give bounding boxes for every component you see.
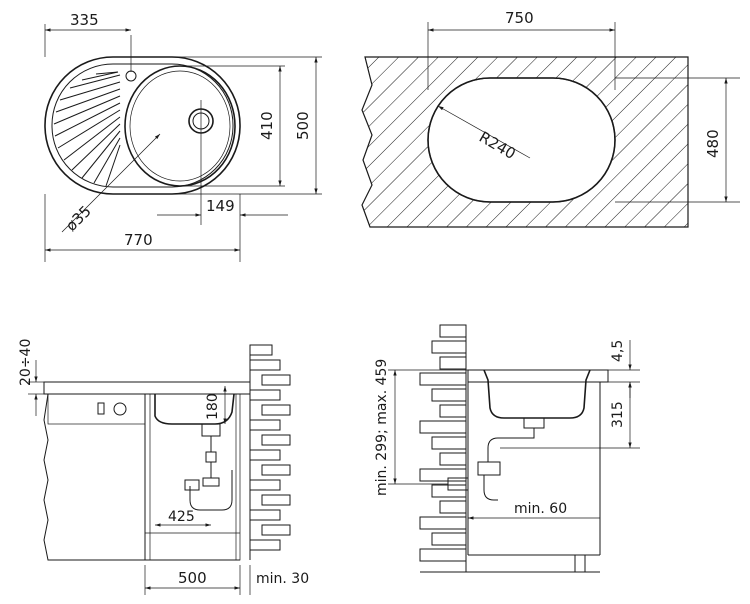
dim-cutout-height: 480 (704, 129, 722, 158)
cabinet-left (43, 393, 146, 561)
brick-wall-left (249, 344, 291, 560)
dim-range: min. 299; max. 459 (374, 359, 390, 496)
dim-min60: min. 60 (514, 501, 567, 517)
sink-plan-view: ø35 335 410 500 149 770 (44, 11, 322, 262)
cutout-outline (427, 77, 616, 203)
drain-left (201, 423, 221, 437)
dim-425: 425 (168, 509, 195, 525)
plinth (574, 554, 586, 573)
section-left: 20÷40 180 425 500 min. 30 (18, 339, 309, 595)
worktop-right (467, 369, 609, 383)
appliance-panel (47, 393, 146, 425)
drainer-grooves (53, 71, 121, 187)
tap-hole (125, 70, 137, 82)
dim-149: 149 (206, 197, 235, 215)
dim-bowl-height: 410 (258, 111, 276, 140)
worktop-left (43, 381, 251, 395)
dim-4-5: 4,5 (610, 340, 626, 362)
control-knob (97, 402, 105, 415)
dim-315: 315 (610, 401, 626, 428)
dim-overall-width: 770 (124, 231, 153, 249)
trap-joint-left (184, 479, 200, 491)
control-dial (113, 402, 127, 416)
cutout-view: R240 750 480 (361, 9, 740, 228)
bowl-outline (124, 65, 236, 187)
sink-outer-outline (44, 56, 241, 195)
trap-bend-left (189, 470, 233, 511)
radius-leader (437, 105, 531, 159)
dim-cutout-width: 750 (505, 9, 534, 27)
bowl-section-left (154, 393, 235, 425)
brick-wall-right (419, 324, 467, 572)
bowl-section-right (483, 369, 591, 419)
section-right: min. 299; max. 459 4,5 315 min. 60 (374, 324, 640, 573)
bowl-inner (129, 70, 231, 182)
dim-180: 180 (205, 393, 221, 420)
trap-left (202, 436, 220, 487)
dim-rim: 20÷40 (18, 339, 34, 386)
dim-radius: R240 (476, 128, 519, 163)
sink-inner-outline (51, 63, 234, 188)
drain-right (523, 417, 545, 429)
wall-outlet (447, 477, 469, 491)
dim-drain-offset: 335 (70, 11, 99, 29)
dim-500: 500 (178, 569, 207, 587)
dim-drain-dia: ø35 (62, 202, 95, 235)
cabinet-right-inner (144, 393, 241, 561)
dim-min30: min. 30 (256, 571, 309, 587)
trap-right (477, 461, 501, 501)
dim-overall-height: 500 (294, 111, 312, 140)
pipe-right (487, 428, 535, 462)
dia-leader (61, 133, 161, 233)
